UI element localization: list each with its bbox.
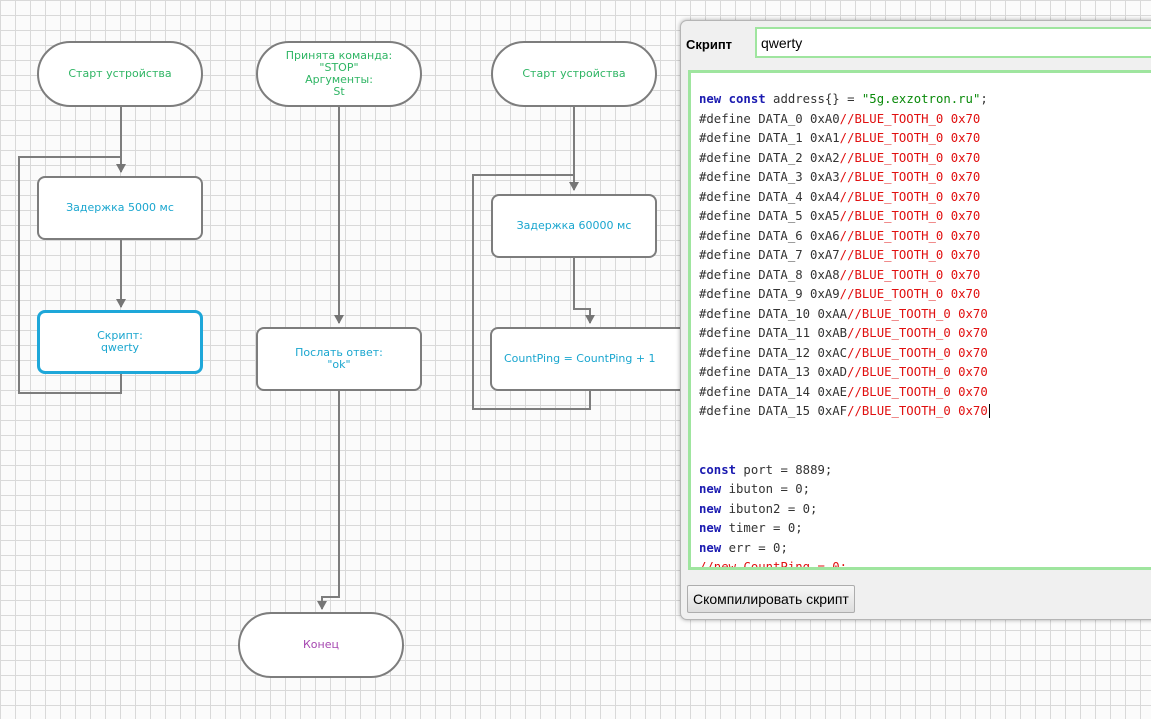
script-editor-panel: Скрипт new const address{} = "5g.exzotro… <box>680 20 1151 620</box>
code-token: #define DATA_12 0xAC <box>699 345 848 360</box>
code-token: #define DATA_14 0xAE <box>699 384 848 399</box>
code-line: //new CountPing = 0; <box>699 558 1151 570</box>
code-token: //BLUE_TOOTH_0 0x70 <box>839 150 981 165</box>
flow-node-delay-5000[interactable]: Задержка 5000 мс <box>37 176 203 240</box>
code-token: new <box>699 540 722 555</box>
code-token: //BLUE_TOOTH_0 0x70 <box>839 267 981 282</box>
code-token: const <box>728 92 766 106</box>
flow-node-end[interactable]: Конец <box>238 612 404 678</box>
code-token: new <box>699 501 722 516</box>
script-code-editor[interactable]: new const address{} = "5g.exzotron.ru";#… <box>688 70 1151 570</box>
code-token: #define DATA_4 0xA4 <box>699 189 840 204</box>
code-token: //new CountPing = 0; <box>699 560 848 570</box>
code-token: port = 8889; <box>736 462 833 477</box>
code-line: #define DATA_10 0xAA//BLUE_TOOTH_0 0x70 <box>699 305 1151 325</box>
code-token: //BLUE_TOOTH_0 0x70 <box>839 131 981 145</box>
flow-node-start-device[interactable]: Старт устройства <box>37 41 203 107</box>
code-token: ; <box>980 92 988 106</box>
code-token: address{} = <box>765 92 862 106</box>
code-line: new ibuton = 0; <box>699 480 1151 500</box>
code-token: //BLUE_TOOTH_0 0x70 <box>839 189 981 204</box>
flow-node-delay-60000[interactable]: Задержка 60000 мс <box>491 194 657 258</box>
code-token: #define DATA_3 0xA3 <box>699 170 840 184</box>
code-token: //BLUE_TOOTH_0 0x70 <box>847 306 988 321</box>
link-loop1 <box>18 156 122 394</box>
code-line: #define DATA_7 0xA7//BLUE_TOOTH_0 0x70 <box>699 246 1151 266</box>
code-token: //BLUE_TOOTH_0 0x70 <box>839 209 981 223</box>
text-caret <box>988 404 990 418</box>
code-line: #define DATA_5 0xA5//BLUE_TOOTH_0 0x70 <box>699 207 1151 227</box>
script-name-input[interactable] <box>755 27 1151 58</box>
code-token: new <box>699 482 722 496</box>
code-line: #define DATA_9 0xA9//BLUE_TOOTH_0 0x70 <box>699 285 1151 305</box>
code-line: #define DATA_13 0xAD//BLUE_TOOTH_0 0x70 <box>699 363 1151 383</box>
code-token: err = 0; <box>721 540 788 555</box>
code-token: #define DATA_0 0xA0 <box>699 111 840 126</box>
code-token <box>721 92 728 106</box>
link-delay2-assign <box>573 258 595 324</box>
code-token: #define DATA_7 0xA7 <box>699 248 840 262</box>
code-token: //BLUE_TOOTH_0 0x70 <box>847 384 988 399</box>
code-token: #define DATA_2 0xA2 <box>699 150 840 165</box>
code-line: #define DATA_12 0xAC//BLUE_TOOTH_0 0x70 <box>699 344 1151 364</box>
code-line: new err = 0; <box>699 539 1151 559</box>
code-line: const port = 8889; <box>699 461 1151 481</box>
code-token: new <box>699 521 722 535</box>
flow-node-command-received[interactable]: Принята команда: "STOP" Аргументы: St <box>256 41 422 107</box>
code-token: #define DATA_13 0xAD <box>699 365 848 379</box>
flow-node-script-qwerty[interactable]: Скрипт: qwerty <box>37 310 203 374</box>
code-line: #define DATA_8 0xA8//BLUE_TOOTH_0 0x70 <box>699 266 1151 286</box>
code-token: ibuton = 0; <box>721 482 811 496</box>
code-line: new ibuton2 = 0; <box>699 500 1151 520</box>
code-line <box>699 422 1151 442</box>
code-token: //BLUE_TOOTH_0 0x70 <box>847 365 988 379</box>
code-token: //BLUE_TOOTH_0 0x70 <box>839 170 981 184</box>
code-token: timer = 0; <box>721 521 803 535</box>
code-token: #define DATA_6 0xA6 <box>699 228 840 243</box>
code-token: #define DATA_1 0xA1 <box>699 131 840 145</box>
code-token: "5g.exzotron.ru" <box>861 92 981 106</box>
code-token: ibuton2 = 0; <box>721 501 818 516</box>
code-token: new <box>699 92 722 106</box>
flow-node-send-reply[interactable]: Послать ответ: "ok" <box>256 327 422 391</box>
code-line: #define DATA_14 0xAE//BLUE_TOOTH_0 0x70 <box>699 383 1151 403</box>
flow-node-start-device-2[interactable]: Старт устройства <box>491 41 657 107</box>
code-token: #define DATA_10 0xAA <box>699 306 848 321</box>
code-token: //BLUE_TOOTH_0 0x70 <box>847 404 988 418</box>
code-line: #define DATA_6 0xA6//BLUE_TOOTH_0 0x70 <box>699 227 1151 247</box>
link-reply-end <box>317 391 340 610</box>
code-line: #define DATA_2 0xA2//BLUE_TOOTH_0 0x70 <box>699 149 1151 169</box>
code-line: #define DATA_1 0xA1//BLUE_TOOTH_0 0x70 <box>699 129 1151 149</box>
code-token: //BLUE_TOOTH_0 0x70 <box>839 228 981 243</box>
code-token: //BLUE_TOOTH_0 0x70 <box>839 111 981 126</box>
code-line: #define DATA_4 0xA4//BLUE_TOOTH_0 0x70 <box>699 188 1151 208</box>
flow-node-countping-assign[interactable]: CountPing = CountPing + 1 <box>490 327 690 391</box>
code-token: #define DATA_15 0xAF <box>699 404 848 418</box>
code-line <box>699 441 1151 461</box>
code-line: new const address{} = "5g.exzotron.ru"; <box>699 90 1151 110</box>
link-loop2 <box>472 174 591 410</box>
code-token: #define DATA_11 0xAB <box>699 326 848 340</box>
code-token: //BLUE_TOOTH_0 0x70 <box>847 326 988 340</box>
script-label: Скрипт <box>686 37 733 52</box>
compile-script-button[interactable]: Скомпилировать скрипт <box>687 585 855 613</box>
code-line: #define DATA_15 0xAF//BLUE_TOOTH_0 0x70 <box>699 402 1151 422</box>
code-token: //BLUE_TOOTH_0 0x70 <box>847 345 988 360</box>
code-line: #define DATA_3 0xA3//BLUE_TOOTH_0 0x70 <box>699 168 1151 188</box>
code-token: #define DATA_8 0xA8 <box>699 267 840 282</box>
code-token: #define DATA_9 0xA9 <box>699 287 840 301</box>
code-token: //BLUE_TOOTH_0 0x70 <box>839 287 981 301</box>
code-line: #define DATA_0 0xA0//BLUE_TOOTH_0 0x70 <box>699 110 1151 130</box>
code-token: const <box>699 462 737 477</box>
code-token: #define DATA_5 0xA5 <box>699 209 840 223</box>
code-line: new timer = 0; <box>699 519 1151 539</box>
code-line: #define DATA_11 0xAB//BLUE_TOOTH_0 0x70 <box>699 324 1151 344</box>
code-token: //BLUE_TOOTH_0 0x70 <box>839 248 981 262</box>
